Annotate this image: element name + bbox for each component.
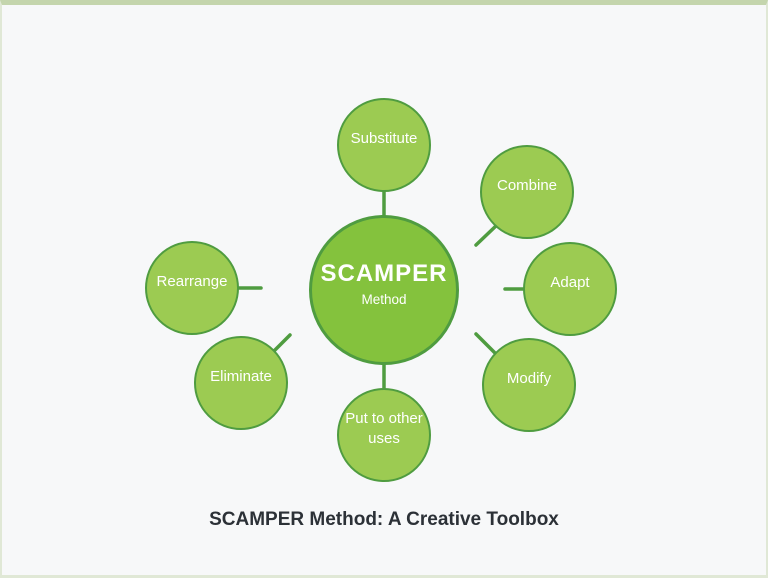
node-substitute: Substitute xyxy=(337,98,431,192)
node-modify-label: Modify xyxy=(506,369,552,387)
node-rearrange-label: Rearrange xyxy=(156,272,228,290)
connector-combine xyxy=(474,222,500,247)
node-put-to-other-uses: Put to other uses xyxy=(337,388,431,482)
node-adapt-label: Adapt xyxy=(550,273,590,291)
node-center-scamper: SCAMPER Method xyxy=(309,215,459,365)
center-node-subtitle: Method xyxy=(361,291,407,307)
center-node-content: SCAMPER Method xyxy=(320,260,447,307)
connector-modify xyxy=(474,332,499,357)
node-combine-label: Combine xyxy=(496,176,558,194)
node-put-to-other-uses-label: Put to other uses xyxy=(345,409,423,447)
node-substitute-label: Substitute xyxy=(350,129,418,147)
node-eliminate: Eliminate xyxy=(194,336,288,430)
node-adapt: Adapt xyxy=(523,242,617,336)
diagram-caption: SCAMPER Method: A Creative Toolbox xyxy=(209,509,559,530)
node-rearrange: Rearrange xyxy=(145,241,239,335)
node-combine: Combine xyxy=(480,145,574,239)
node-eliminate-label: Eliminate xyxy=(210,367,272,385)
center-node-title: SCAMPER xyxy=(320,259,448,287)
node-modify: Modify xyxy=(482,338,576,432)
